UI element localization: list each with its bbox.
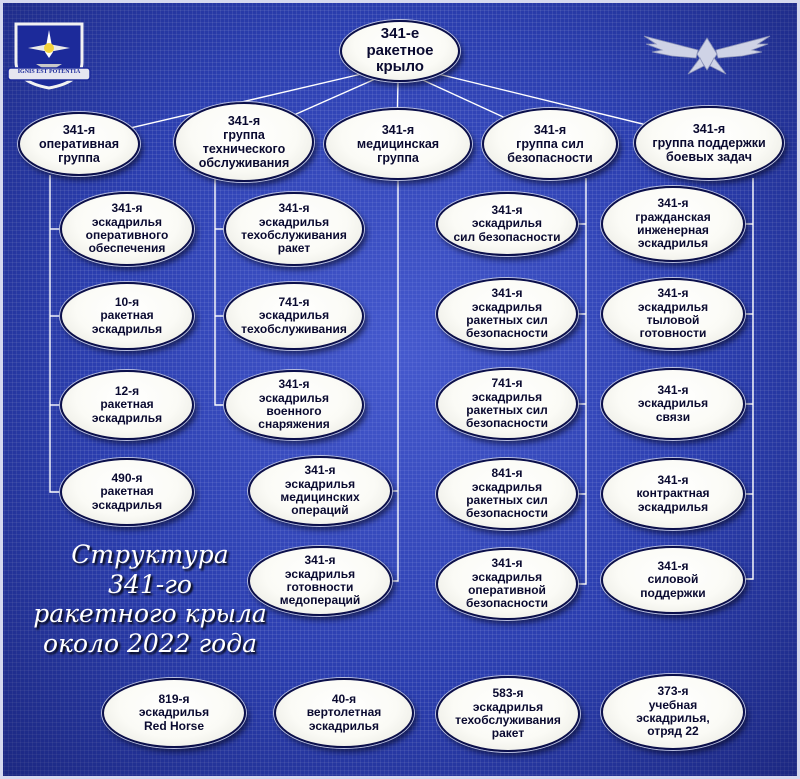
node-msfs741: 741-я эскадрилья ракетных сил безопаснос… [436,368,578,440]
node-ces: 341-я гражданская инженерная эскадрилья [601,186,745,262]
usaf-wings-icon [642,28,772,83]
node-mms: 341-я эскадрилья техобслуживания ракет [224,192,364,266]
node-hs40: 40-я вертолетная эскадрилья [274,678,414,748]
node-trs373: 373-я учебная эскадрилья, отряд 22 [601,674,745,750]
node-mxs741: 741-я эскадрилья техобслуживания [224,282,364,350]
node-cs: 341-я эскадрилья связи [601,368,745,440]
node-oss: 341-я эскадрилья оперативного обеспечени… [60,192,194,266]
node-fss: 341-я силовой поддержки [601,546,745,614]
emblem-motto: IGNIS EST POTENTIA [17,69,81,75]
node-lrs: 341-я эскадрилья тыловой готовности [601,278,745,350]
node-osfs: 341-я эскадрилья оперативной безопасност… [436,548,578,620]
node-rh819: 819-я эскадрилья Red Horse [102,678,246,748]
node-sf-group: 341-я группа сил безопасности [482,108,618,180]
chart-caption: Структура 341-го ракетного крыла около 2… [33,540,267,658]
node-sfs: 341-я эскадрилья сил безопасности [436,192,578,256]
node-mdss: 341-я эскадрилья готовности медопераций [248,546,392,616]
node-mms583: 583-я эскадрилья техобслуживания ракет [436,676,580,752]
node-msfs341: 341-я эскадрилья ракетных сил безопаснос… [436,278,578,350]
node-msfs841: 841-я эскадрилья ракетных сил безопаснос… [436,458,578,530]
node-cons: 341-я контрактная эскадрилья [601,458,745,530]
node-ms490: 490-я ракетная эскадрилья [60,458,194,526]
node-ms12: 12-я ракетная эскадрилья [60,370,194,440]
node-msg-group: 341-я группа поддержки боевых задач [634,106,784,180]
wing-emblem-icon: IGNIS EST POTENTIA [6,18,92,95]
node-ms10: 10-я ракетная эскадрилья [60,282,194,350]
node-mdos: 341-я эскадрилья медицинских операций [248,456,392,526]
node-med-group: 341-я медицинская группа [324,108,472,180]
node-ops-group: 341-я оперативная группа [18,112,140,176]
node-mx-group: 341-я группа технического обслуживания [174,102,314,182]
node-wing: 341-е ракетное крыло [340,20,460,82]
node-mus: 341-я эскадрилья военного снаряжения [224,370,364,440]
